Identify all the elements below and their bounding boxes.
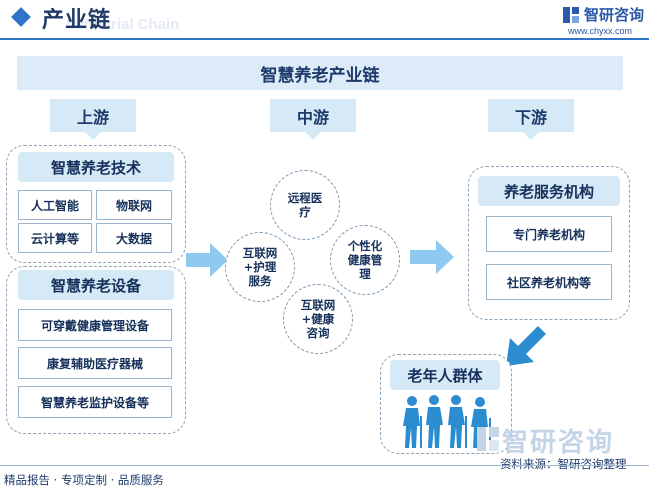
source-note: 资料来源：智研咨询整理 [500,457,627,471]
elderly-people-icon [403,395,491,448]
downstream-services-title: 养老服务机构 [478,176,620,206]
device-item: 智慧养老监护设备等 [18,386,172,418]
upstream-tech-title: 智慧养老技术 [18,152,174,182]
midstream-circle-remote-medical: 远程医疗 [270,170,340,240]
header-diamond-icon [11,7,31,27]
stage-downstream-label: 下游 [488,99,574,140]
footer-divider [0,465,649,466]
watermark-brand: 智研咨询 [502,428,615,458]
device-item: 可穿戴健康管理设备 [18,309,172,341]
device-item: 康复辅助医疗器械 [18,347,172,379]
watermark-logo-icon [477,427,499,451]
midstream-circle-internet-consult: 互联网+健康咨询 [283,284,353,354]
brand-logo-icon [563,7,579,23]
page-title: 产业链 [42,8,112,33]
brand-url: www.chyxx.com [568,26,633,36]
stage-upstream-label: 上游 [50,99,136,140]
midstream-circle-personal-health: 个性化健康管理 [330,225,400,295]
tech-item: 云计算等 [18,223,92,253]
brand-name: 智研咨询 [584,6,645,24]
diagram-title: 智慧养老产业链 [17,56,623,90]
tech-item: 大数据 [96,223,172,253]
arrow-right-icon [410,240,454,274]
footer-tagline: 精品报告 · 专项定制 · 品质服务 [4,473,164,487]
tech-item: 人工智能 [18,190,92,220]
arrow-right-icon [186,243,228,277]
service-item: 专门养老机构 [486,216,612,252]
stage-midstream-label: 中游 [270,99,356,140]
header-ghost-text: Industrial Chain [66,16,180,33]
header-divider [0,38,649,40]
service-item: 社区养老机构等 [486,264,612,300]
arrow-down-left-icon [506,326,546,366]
midstream-circle-internet-nursing: 互联网+护理服务 [225,232,295,302]
elderly-group-title: 老年人群体 [390,360,500,390]
upstream-devices-title: 智慧养老设备 [18,270,174,300]
tech-item: 物联网 [96,190,172,220]
